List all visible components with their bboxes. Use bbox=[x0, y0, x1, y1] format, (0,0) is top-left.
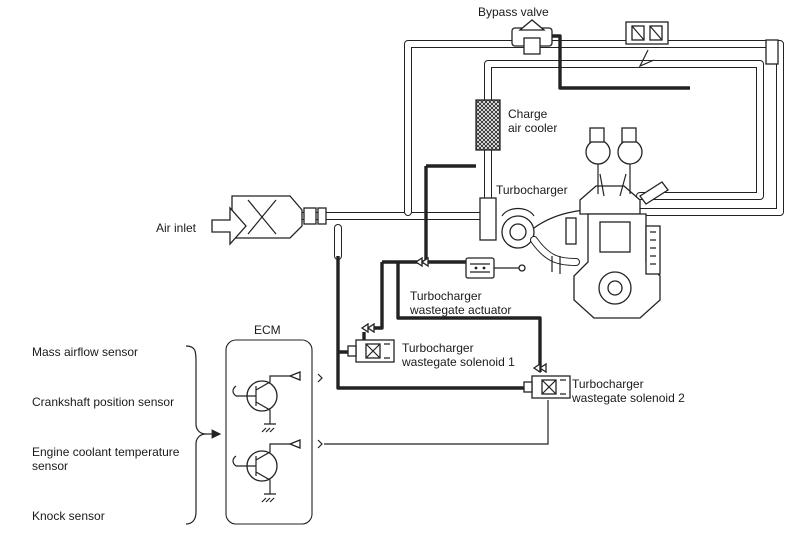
sensor-coolant-temp-2: sensor bbox=[32, 459, 68, 473]
wastegate-actuator bbox=[465, 257, 526, 279]
solenoid-1-label-1: Turbocharger bbox=[402, 341, 474, 355]
ecm-box bbox=[225, 339, 313, 525]
sensor-input-brace bbox=[185, 345, 222, 525]
charge-air-cooler-label-1: Charge bbox=[508, 107, 548, 121]
air-inlet-arrow-icon bbox=[211, 206, 247, 246]
ecm-output-wires bbox=[317, 373, 549, 449]
solenoid-2-label-2: wastegate solenoid 2 bbox=[571, 391, 685, 405]
bypass-valve bbox=[511, 19, 690, 90]
sensor-crankshaft-position: Crankshaft position sensor bbox=[32, 395, 174, 409]
engine bbox=[565, 127, 669, 319]
solenoid-1-label-2: wastegate solenoid 1 bbox=[401, 355, 515, 369]
bypass-valve-label: Bypass valve bbox=[478, 5, 549, 19]
charge-air-cooler-label-2: air cooler bbox=[508, 121, 557, 135]
wastegate-solenoid-2 bbox=[523, 375, 571, 399]
wastegate-actuator-label-1: Turbocharger bbox=[410, 289, 482, 303]
sensor-knock: Knock sensor bbox=[32, 509, 105, 523]
air-inlet-label: Air inlet bbox=[156, 221, 197, 235]
air-cleaner bbox=[231, 195, 327, 239]
solenoid-2-label-1: Turbocharger bbox=[572, 377, 644, 391]
sensor-coolant-temp-1: Engine coolant temperature bbox=[32, 445, 180, 459]
wastegate-actuator-label-2: wastegate actuator bbox=[409, 303, 511, 317]
charge-air-cooler bbox=[475, 99, 501, 151]
throttle-body bbox=[625, 21, 779, 68]
wastegate-solenoid-1 bbox=[347, 339, 395, 363]
check-valve-icons bbox=[360, 256, 547, 374]
turbocharger-label: Turbocharger bbox=[496, 183, 568, 197]
sensor-mass-airflow: Mass airflow sensor bbox=[32, 345, 138, 359]
ecm-label: ECM bbox=[254, 323, 281, 337]
